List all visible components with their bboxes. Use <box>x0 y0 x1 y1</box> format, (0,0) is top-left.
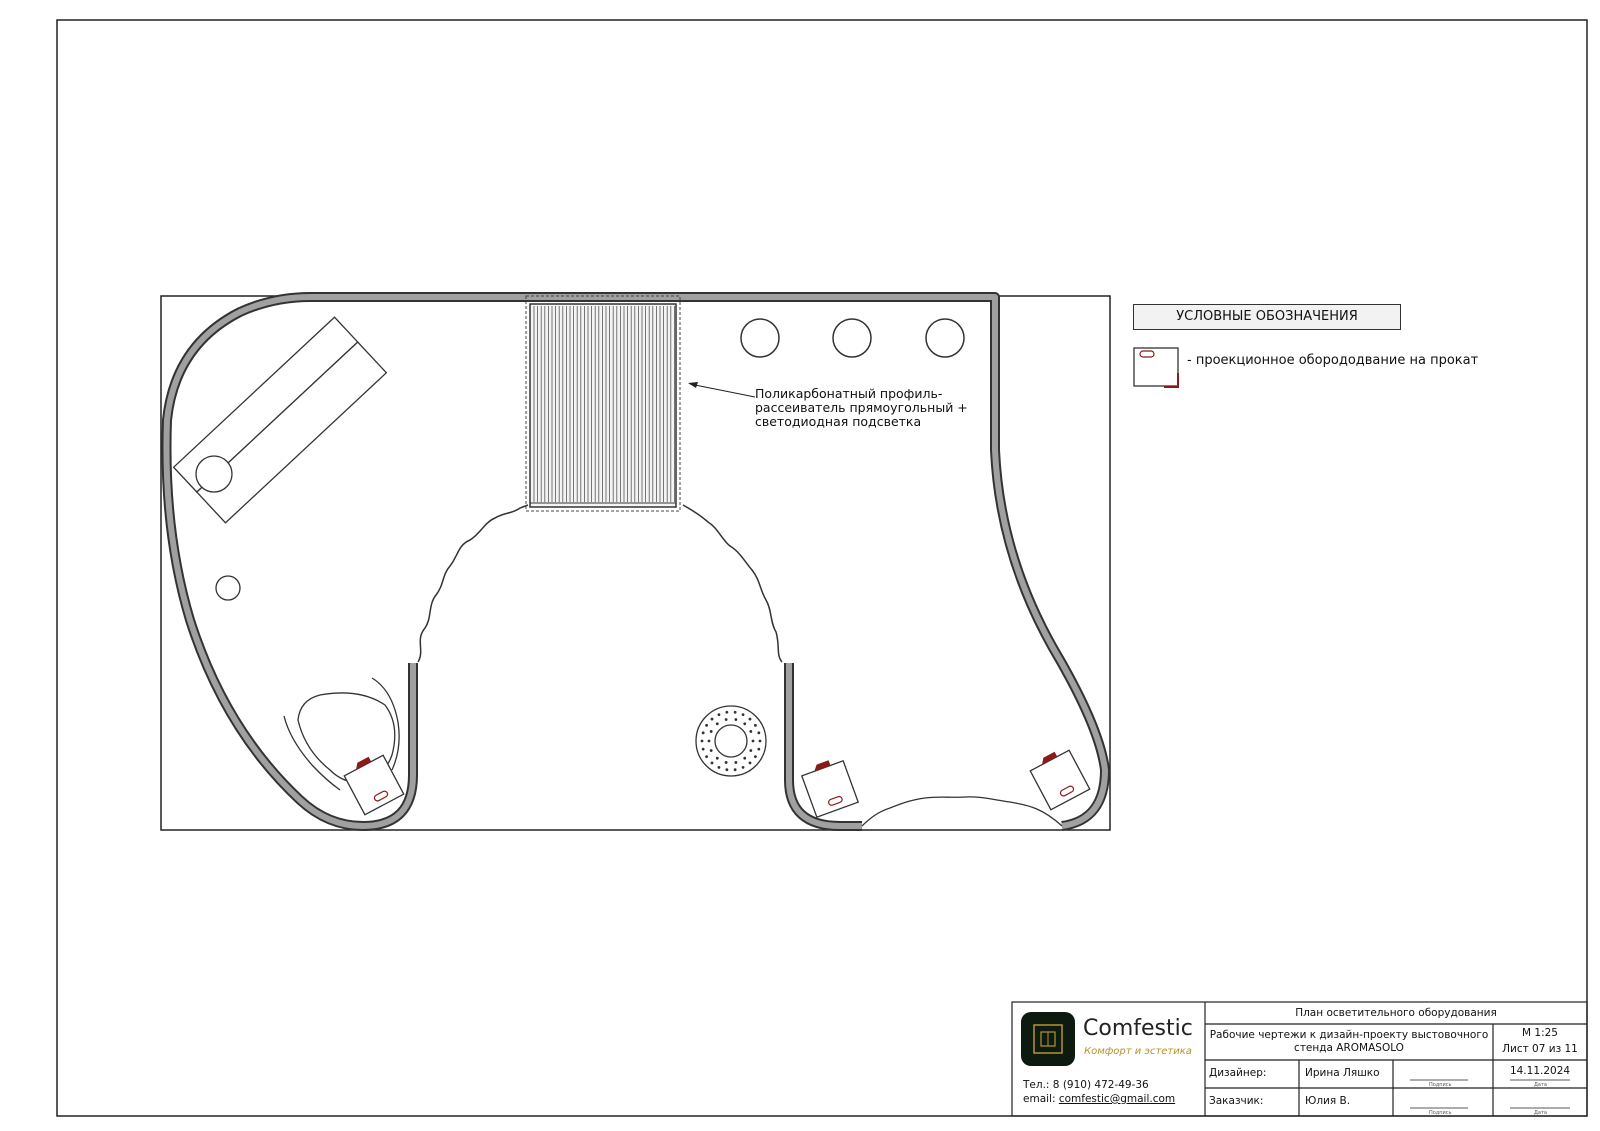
pouf-dot <box>757 731 761 735</box>
pouf-dot <box>749 749 753 752</box>
pouf-dot <box>757 747 761 751</box>
pouf-dot <box>715 756 719 760</box>
pouf-dot <box>751 739 755 743</box>
email-link[interactable]: comfestic@gmail.com <box>1058 1093 1176 1105</box>
bench-counter <box>172 316 388 524</box>
pouf-dot <box>748 761 752 765</box>
pouf-dot <box>743 722 747 726</box>
stool-circle <box>215 575 241 601</box>
customer-name: Юлия В. <box>1305 1095 1351 1107</box>
pouf-dot <box>724 718 728 721</box>
annotation-leader <box>688 382 756 398</box>
pouf-dot <box>733 768 737 772</box>
legend-title: УСЛОВНЫЕ ОБОЗНАЧЕНИЯ <box>1133 304 1401 330</box>
pouf-dot <box>700 739 704 743</box>
pouf-dot <box>705 723 709 727</box>
company-tagline: Комфорт и эстетика <box>1084 1046 1192 1057</box>
pouf-dot <box>707 739 711 743</box>
lamp-circle <box>740 318 780 358</box>
title-block-grid <box>1011 1001 1588 1117</box>
sheet-number: Лист 07 из 11 <box>1502 1043 1578 1055</box>
email-label: email: <box>1023 1093 1056 1105</box>
pouf-dot <box>748 717 752 721</box>
pouf-dot <box>709 749 713 752</box>
pouf-dot <box>758 739 762 743</box>
pouf-dot <box>709 730 713 733</box>
lamp-circle <box>925 318 965 358</box>
ceiling-lamps <box>740 318 965 358</box>
pouf-dot <box>753 755 757 759</box>
projector-plan-3 <box>1029 749 1091 811</box>
project-description: Рабочие чертежи к дизайн-проекту выстово… <box>1207 1029 1491 1055</box>
annotation-line: Поликарбонатный профиль- <box>755 386 943 401</box>
signature-caption: Подпись <box>1429 1110 1452 1116</box>
projector-icon <box>1133 347 1179 388</box>
pouf-dot <box>715 722 719 726</box>
scale-label: М 1:25 <box>1522 1027 1558 1039</box>
pouf-dot <box>741 713 745 717</box>
pouf-dot <box>734 761 738 764</box>
pouf-dot <box>741 765 745 769</box>
pouf-dot <box>705 755 709 759</box>
date-value: 14.11.2024 <box>1509 1065 1571 1077</box>
legend-item-text: - проекционное оборододвание на прокат <box>1187 353 1479 368</box>
company-logo <box>1021 1012 1075 1066</box>
pouf-dot <box>710 717 714 721</box>
annotation-line: рассеиватель прямоугольный + <box>755 400 968 415</box>
pouf-dot <box>701 731 705 735</box>
wavy-partition <box>417 504 783 663</box>
wavy-floor-edge <box>861 796 1063 827</box>
pouf-dot <box>701 747 705 751</box>
pouf-dot <box>734 718 738 721</box>
customer-label: Заказчик: <box>1209 1095 1264 1107</box>
annotation-text: Поликарбонатный профиль- рассеиватель пр… <box>755 387 968 429</box>
designer-label: Дизайнер: <box>1209 1067 1267 1079</box>
pouf-dot <box>725 710 729 714</box>
signature-caption: Подпись <box>1429 1082 1452 1088</box>
lamp-circle <box>832 318 872 358</box>
stand-wall <box>161 291 1110 831</box>
pouf-dot <box>743 756 747 760</box>
pouf-dot <box>725 768 729 772</box>
pouf-dot <box>753 723 757 727</box>
round-pouf <box>695 705 767 777</box>
armchair <box>283 677 400 791</box>
pouf-dot <box>749 730 753 733</box>
pouf-dot <box>733 710 737 714</box>
sheet-frame <box>56 19 1588 1117</box>
projector-plan-1 <box>343 754 405 816</box>
pouf-dot <box>710 761 714 765</box>
project-line: стенда AROMASOLO <box>1294 1042 1404 1054</box>
pouf-dot <box>717 765 721 769</box>
pouf-dot <box>724 761 728 764</box>
small-table-circle <box>195 455 233 493</box>
company-phone: Тел.: 8 (910) 472-49-36 <box>1023 1079 1149 1091</box>
company-email-row: email: comfestic@gmail.com <box>1023 1093 1175 1105</box>
company-name: Comfestic <box>1083 1016 1193 1041</box>
date-caption: Дата <box>1534 1110 1547 1116</box>
projector-plan-2 <box>800 759 860 819</box>
polycarbonate-panel <box>525 295 681 512</box>
designer-name: Ирина Ляшко <box>1305 1067 1380 1079</box>
project-line: Рабочие чертежи к дизайн-проекту выстово… <box>1209 1029 1489 1041</box>
annotation-line: светодиодная подсветка <box>755 414 922 429</box>
date-caption: Дата <box>1534 1082 1547 1088</box>
pouf-dot <box>717 713 721 717</box>
sheet-title: План осветительного оборудования <box>1295 1007 1497 1019</box>
